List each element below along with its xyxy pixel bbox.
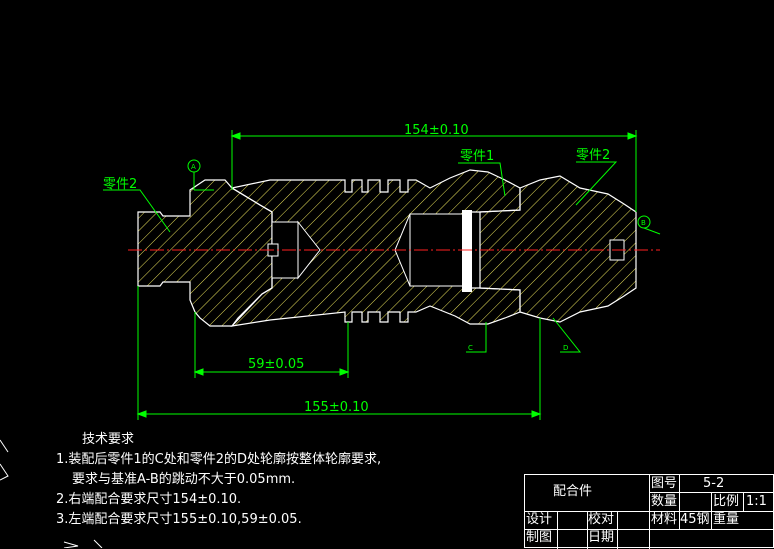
date-label: 日期 [588,530,615,545]
part1-label: 零件1 [460,149,494,164]
qty-label: 数量 [651,494,678,509]
d-mark-label: D [563,344,568,352]
drawn-label: 制图 [526,530,553,545]
part2-left-label: 零件2 [103,177,137,192]
scale-label: 比例 [713,494,740,509]
pin [462,210,472,292]
dim-154-label: 154±0.10 [404,123,469,138]
drawing-no-value: 5-2 [703,476,725,491]
note-line-1b: 要求与基准A-B的跳动不大于0.05mm. [72,472,296,487]
datum-a-letter: A [191,163,196,171]
part2-right-label: 零件2 [576,148,610,163]
c-mark-label: C [468,344,473,352]
dimension-lines [103,130,661,420]
datum-a-marker [187,159,201,173]
datum-b-letter: B [641,219,646,227]
scale-value: 1:1 [746,494,767,509]
notes-title: 技术要求 [82,432,135,447]
datum-b-marker [637,215,651,229]
material-value: 45钢 [680,512,710,527]
material-label: 材料 [651,512,678,527]
technical-notes: 技术要求 1.装配后零件1的C处和零件2的D处轮廓按整体轮廓要求, 要求与基准A… [56,430,381,530]
note-line-3: 3.左端配合要求尺寸155±0.10,59±0.05. [56,512,302,527]
title-block: 配合件 图号 5-2 数量 比例 1:1 材料 45钢 重量 设计 校对 制图 … [524,474,774,549]
dim-155-label: 155±0.10 [304,400,369,415]
note-line-1: 1.装配后零件1的C处和零件2的D处轮廓按整体轮廓要求, [56,452,382,467]
part-section [137,169,637,327]
design-label: 设计 [526,512,553,527]
check-label: 校对 [588,512,615,527]
part-name: 配合件 [553,484,593,499]
dim-59-label: 59±0.05 [248,357,304,372]
ucs-icon [0,439,103,548]
note-line-2: 2.右端配合要求尺寸154±0.10. [56,492,242,507]
weight-label: 重量 [713,512,740,527]
drawing-no-label: 图号 [651,476,678,491]
part2-right-section [479,175,637,323]
